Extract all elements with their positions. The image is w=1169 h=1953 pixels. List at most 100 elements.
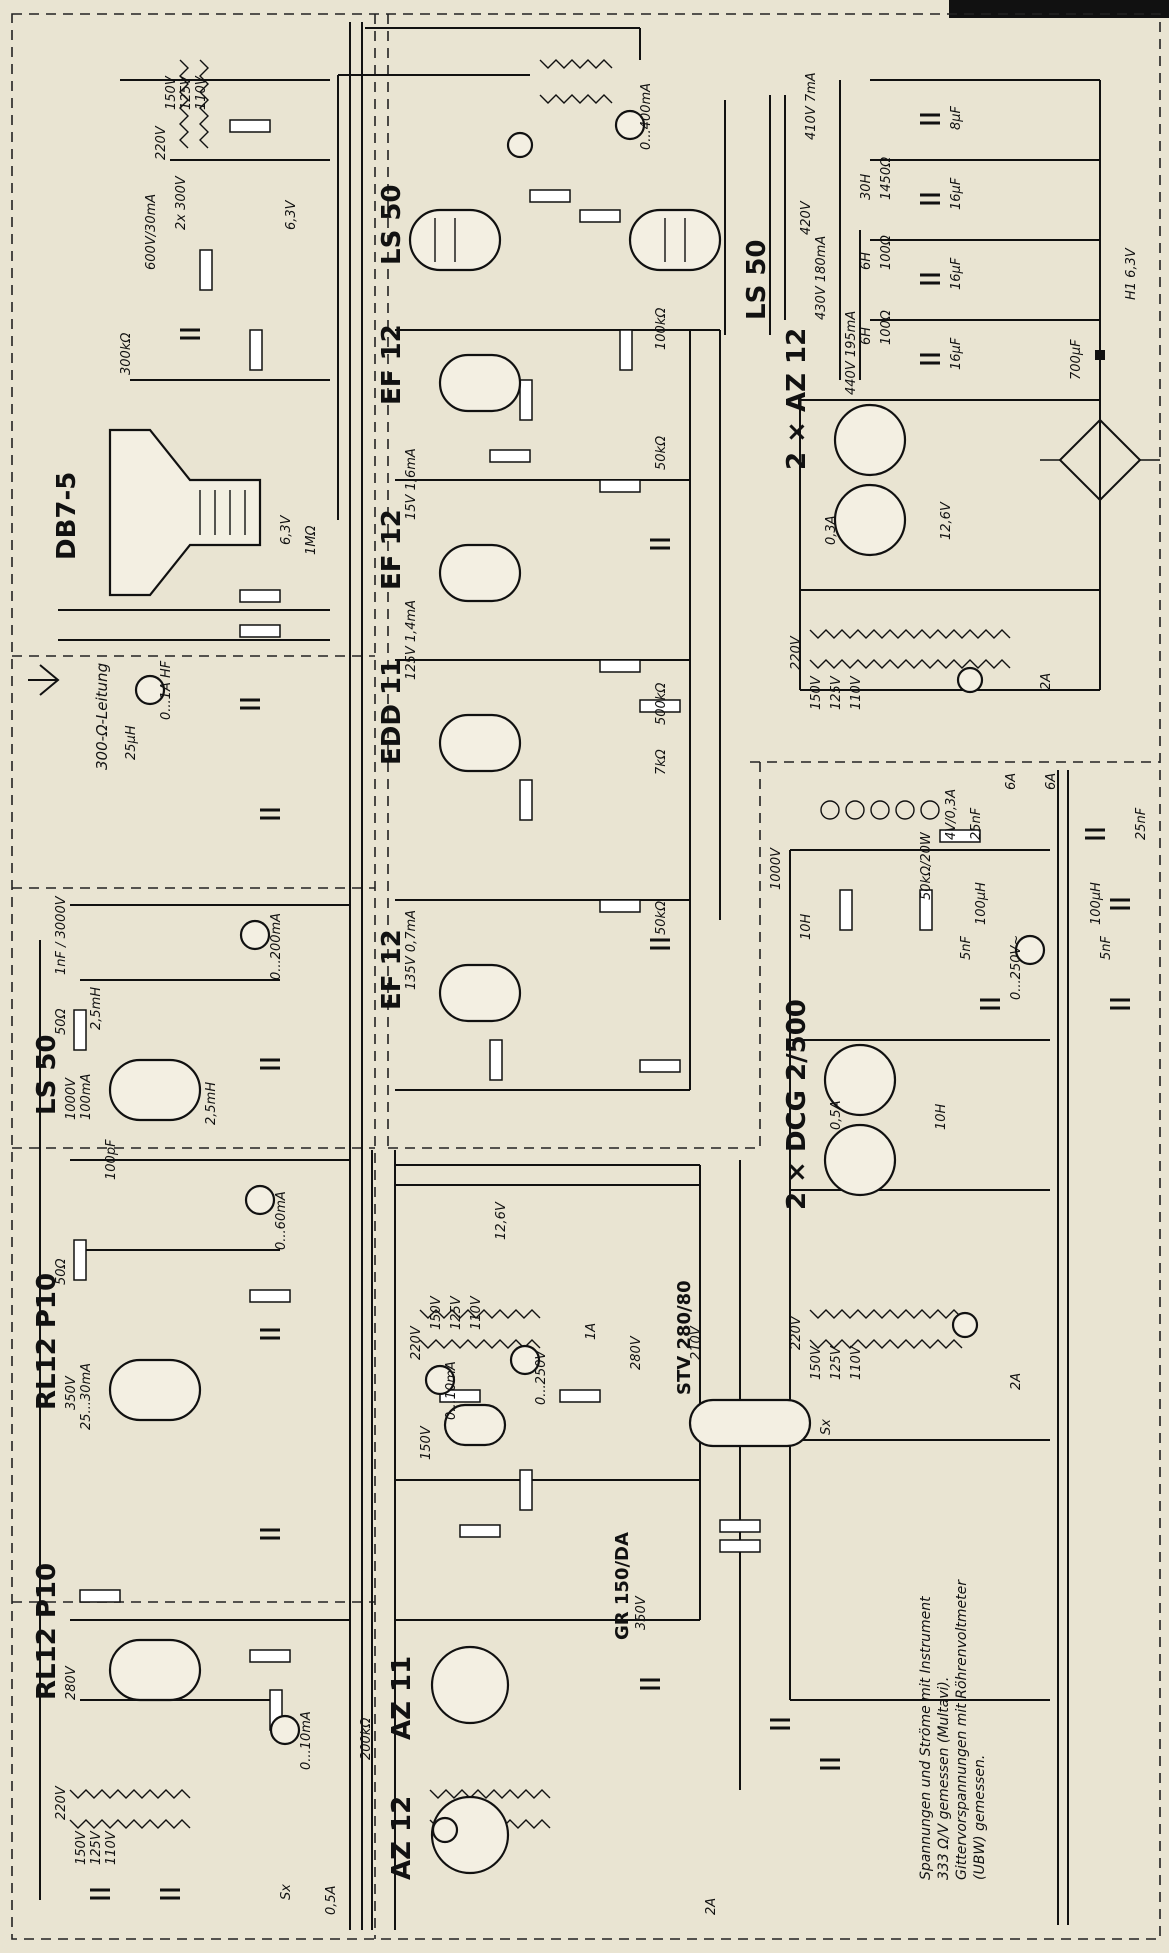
label-meter-hf: 0...1A HF: [159, 660, 174, 720]
label-100-ohm-b: 100Ω: [879, 310, 894, 345]
footnote: Spannungen und Ströme mit Instrument 333…: [918, 1579, 988, 1880]
label-350v-stv: 350V: [634, 1595, 649, 1630]
bridge-rectifier: [1040, 350, 1160, 502]
tube-gr150: GR 150/DA: [612, 1532, 633, 1640]
note-line-4: (UBW) gemessen.: [972, 1755, 988, 1880]
tube-rl12p10-left: RL12 P10: [32, 1563, 62, 1700]
antenna-symbol: [28, 664, 60, 696]
label-50k-b: 50kΩ: [654, 901, 669, 935]
label-220v-top: 220V: [154, 125, 169, 160]
label-430v: 430V 180mA: [814, 236, 829, 320]
label-100-ohm-a: 100Ω: [879, 235, 894, 270]
label-110v-lower-left: 110V: [104, 1830, 119, 1865]
tube-db7-5: DB7-5: [52, 472, 82, 560]
label-150v-top: 150V: [164, 75, 179, 110]
label-lamps: 4V/0,3A: [944, 789, 959, 840]
label-440v: 440V 195mA: [844, 311, 859, 395]
label-200k: 200kΩ: [359, 1718, 374, 1760]
label-210v: 210V: [689, 1325, 704, 1360]
tube-az12: AZ 12: [387, 1796, 417, 1880]
label-100pf: 100pF: [104, 1139, 119, 1180]
label-25-30ma: 25...30mA: [79, 1363, 94, 1430]
label-50-ohm-a: 50Ω: [54, 1008, 69, 1035]
label-150v-lower-right: 150V: [809, 1345, 824, 1380]
label-h1-6-3v: H1 6,3V: [1124, 247, 1139, 300]
label-1000v-psu: 1000V: [769, 847, 784, 890]
label-12-6v-mid: 12,6V: [494, 1201, 509, 1240]
label-100ma: 100mA: [79, 1074, 94, 1120]
value-labels: 300-Ω-Leitung 25μH 0...1A HF 0...200mA 0…: [54, 72, 1149, 1915]
label-6a-a: 6A: [1004, 773, 1019, 790]
label-7k: 7kΩ: [654, 749, 669, 775]
label-350v: 350V: [64, 1375, 79, 1410]
label-8uf-top: 8μF: [949, 105, 964, 130]
wiring: [39, 22, 1101, 1930]
label-420v: 420V: [799, 200, 814, 235]
label-100k-a: 100kΩ: [654, 308, 669, 350]
label-5nf-b: 5nF: [1099, 935, 1114, 960]
label-25uh: 25μH: [124, 725, 139, 760]
label-0-5a-dcg: 0,5A: [829, 1100, 844, 1130]
label-300k: 300kΩ: [119, 333, 134, 375]
label-110v-mid: 110V: [469, 1295, 484, 1330]
note-line-3: Gittervorspannungen mit Röhrenvoltmeter: [954, 1579, 970, 1880]
label-10h-b: 10H: [934, 1103, 949, 1130]
section-boundaries: [11, 13, 1161, 1940]
tube-ef12-mid: EF 12: [377, 509, 407, 590]
label-125v-lower-left: 125V: [89, 1830, 104, 1865]
label-150v-lower-left: 150V: [74, 1830, 89, 1865]
pilot-lamps: [820, 800, 940, 820]
label-25nf-a: 25nF: [969, 807, 984, 840]
label-16uf-c: 16μF: [949, 337, 964, 370]
label-0-5a-lower: 0,5A: [324, 1885, 339, 1915]
label-5nf-a: 5nF: [959, 935, 974, 960]
label-600v: 600V/30mA: [144, 194, 159, 270]
resistors: [73, 119, 981, 1731]
label-220v-lower-right: 220V: [789, 1315, 804, 1350]
label-2a-right: 2A: [1039, 673, 1054, 690]
label-410v: 410V 7mA: [804, 72, 819, 140]
label-50k-20w: 50kΩ/20W: [919, 831, 934, 900]
capacitors: [90, 113, 1130, 1900]
label-0-3a: 0,3A: [824, 515, 839, 545]
label-meter-60ma: 0...60mA: [274, 1191, 289, 1250]
label-125v-top: 125V: [179, 75, 194, 110]
label-2-5mh-a: 2,5mH: [89, 987, 104, 1030]
tube-ls50-left: LS 50: [32, 1034, 62, 1115]
meters: [134, 109, 1046, 1844]
label-meter-250v: 0...250V: [534, 1350, 549, 1405]
tube-edd11: EDD 11: [377, 659, 407, 765]
label-125v-right: 125V: [829, 675, 844, 710]
label-30h: 30H: [859, 173, 874, 200]
label-meter-200ma: 0...200mA: [269, 913, 284, 980]
label-1nf-3000v: 1nF / 3000V: [54, 895, 69, 975]
label-500k-a: 500kΩ: [654, 683, 669, 725]
label-15v: 15V 1,6mA: [404, 448, 419, 520]
tube-ef12-top: EF 12: [377, 324, 407, 405]
label-50k-a: 50kΩ: [654, 436, 669, 470]
label-100uh-a: 100μH: [974, 882, 989, 925]
note-line-2: 333 Ω/V gemessen (Multavi).: [936, 1677, 952, 1880]
label-25nf-b: 25nF: [1134, 807, 1149, 840]
label-125v-ef12: 125V 1,4mA: [404, 600, 419, 680]
label-50-ohm-b: 50Ω: [54, 1258, 69, 1285]
tube-rl12p10-mid: RL12 P10: [32, 1273, 62, 1410]
tube-envelopes: [108, 208, 907, 1875]
tube-ls50-right: LS 50: [742, 239, 772, 320]
label-1m: 1MΩ: [304, 526, 319, 555]
label-6a-b: 6A: [1044, 773, 1059, 790]
label-700uf: 700μF: [1069, 339, 1084, 380]
label-1000v: 1000V: [64, 1077, 79, 1120]
label-sx-lower: Sx: [279, 1884, 294, 1900]
label-150v-right: 150V: [809, 675, 824, 710]
label-125v-lower-right: 125V: [829, 1345, 844, 1380]
label-6-3v-crt: 6,3V: [279, 514, 294, 545]
tube-2x-az12: 2 × AZ 12: [782, 328, 812, 470]
label-150v-gr: 150V: [419, 1425, 434, 1460]
label-110v-top: 110V: [194, 75, 209, 110]
tube-ls50-top-pair: LS 50: [377, 184, 407, 265]
tube-az11: AZ 11: [387, 1656, 417, 1740]
label-280v-stv: 280V: [629, 1335, 644, 1370]
label-135v: 135V 0,7mA: [404, 910, 419, 990]
